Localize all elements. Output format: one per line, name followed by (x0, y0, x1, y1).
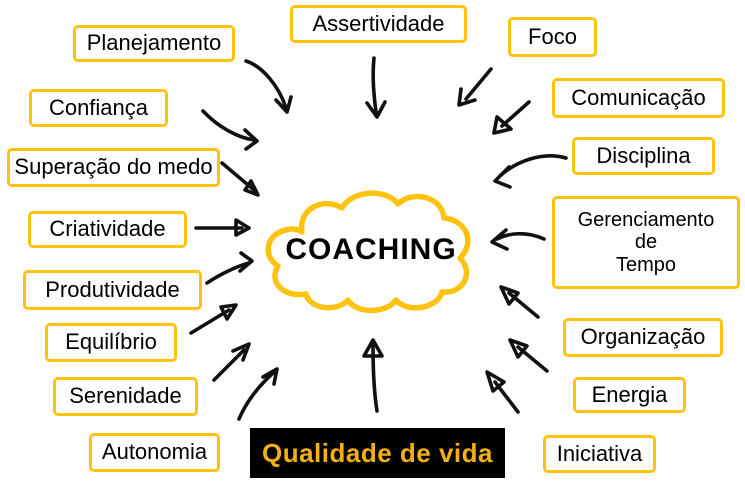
arrow-disciplina (493, 154, 568, 189)
node-organizacao: Organização (563, 318, 723, 357)
node-disciplina: Disciplina (572, 137, 715, 175)
center-topic-coaching: COACHING (285, 233, 457, 266)
node-energia: Energia (573, 377, 686, 413)
arrow-foco (457, 67, 493, 107)
node-superacao-do-medo: Superação do medo (7, 148, 220, 187)
node-assertividade: Assertividade (290, 5, 467, 43)
arrow-planejamento (244, 59, 293, 114)
arrow-criatividade (194, 218, 251, 237)
arrow-gerenciamento-de-tempo (490, 228, 546, 251)
arrow-assertividade (365, 56, 387, 119)
node-gerenciamento-de-tempo: Gerenciamento de Tempo (552, 196, 740, 289)
node-comunicacao: Comunicação (552, 78, 725, 118)
node-produtividade: Produtividade (23, 270, 202, 310)
arrow-energia (508, 338, 549, 373)
arrow-organizacao (499, 285, 540, 319)
arrow-iniciativa (485, 370, 520, 414)
arrow-confianca (201, 109, 259, 151)
arrow-superacao-do-medo (220, 161, 260, 197)
banner-qualidade-de-vida: Qualidade de vida (250, 428, 505, 478)
arrow-autonomia (237, 367, 279, 421)
node-criatividade: Criatividade (28, 211, 187, 248)
node-autonomia: Autonomia (89, 433, 220, 472)
node-foco: Foco (508, 17, 597, 57)
node-confianca: Confiança (29, 89, 168, 127)
node-equilibrio: Equilíbrio (45, 323, 177, 362)
node-iniciativa: Iniciativa (543, 435, 656, 473)
node-planejamento: Planejamento (73, 25, 235, 62)
arrow-produtividade (205, 251, 254, 285)
arrow-serenidade (212, 342, 251, 382)
node-serenidade: Serenidade (53, 377, 198, 416)
arrow-qualidade-de-vida (362, 338, 384, 413)
arrow-comunicacao (492, 100, 531, 135)
